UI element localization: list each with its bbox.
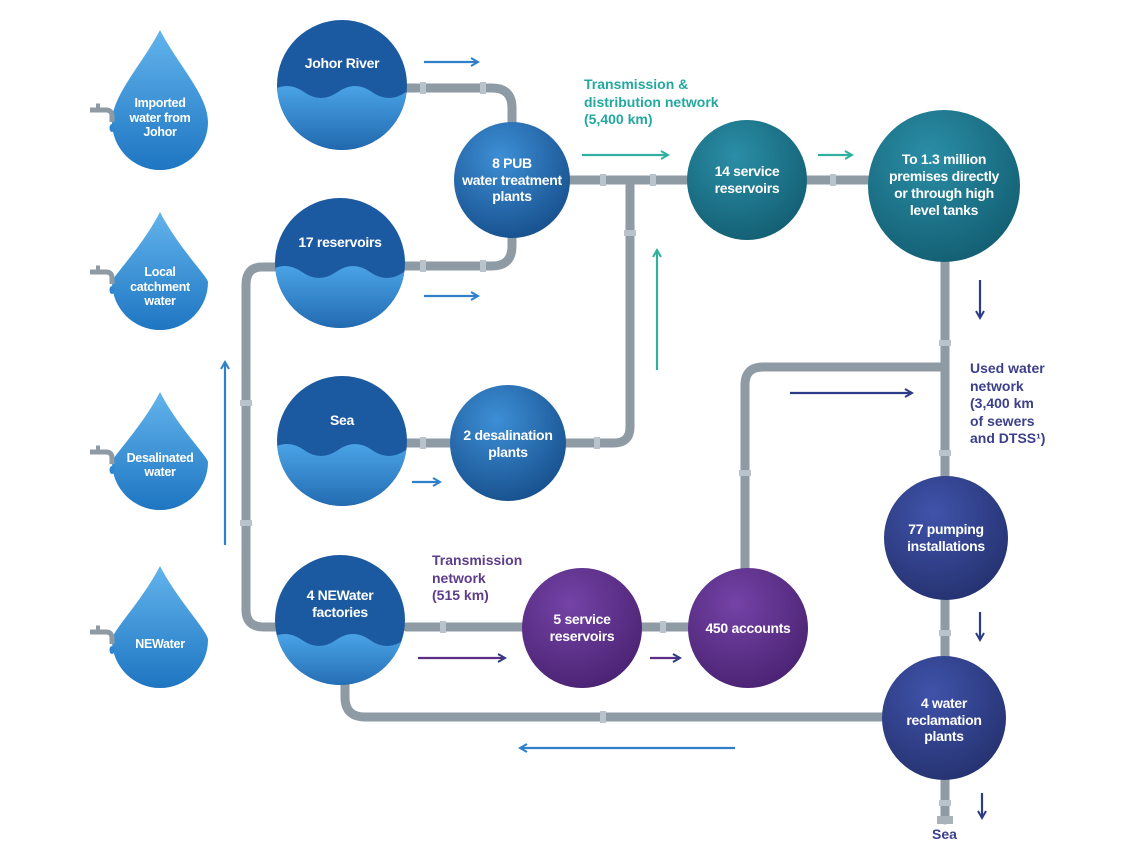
water-drop-tap-icon — [90, 392, 208, 510]
node-label-17-reservoirs: 17 reservoirs — [298, 234, 382, 250]
circle-treatment-plants — [454, 122, 570, 238]
circle-pumping-installations — [884, 476, 1008, 600]
source-label-local: Local catchment water — [130, 265, 190, 309]
node-label-treatment-plants: 8 PUB water treatment plants — [462, 154, 562, 205]
node-label-reclamation-plants: 4 water reclamation plants — [906, 694, 982, 745]
pipe-left-loop — [241, 262, 285, 632]
node-label-pumping-installations: 77 pumping installations — [907, 521, 985, 554]
pipe-reservoirs-to-treatment — [395, 227, 517, 271]
circle-sea — [277, 376, 407, 506]
water-drop-tap-icon — [90, 30, 208, 170]
sea-outlet-pipe-end — [937, 816, 953, 824]
label-transmission-network: Transmission network (515 km) — [432, 552, 523, 603]
pipe-joints — [240, 82, 951, 806]
label-used-water-network: Used water network (3,400 km of sewers a… — [970, 360, 1046, 446]
node-label-johor-river: Johor River — [304, 55, 380, 71]
source-label-imported: Imported water from Johor — [129, 96, 191, 140]
flow-arrows — [225, 62, 982, 818]
node-label-5-service-reservoirs: 5 service reservoirs — [549, 611, 615, 644]
pipe-desal-up — [561, 175, 635, 448]
circle-17-reservoirs — [275, 198, 405, 328]
pipe-accounts-loop — [740, 362, 950, 575]
circle-johor-river — [277, 20, 407, 150]
label-sea-outlet: Sea — [932, 826, 957, 842]
node-label-14-service-reservoirs: 14 service reservoirs — [714, 163, 780, 196]
circle-premises — [868, 110, 1020, 262]
circle-reclamation-plants — [882, 656, 1006, 780]
circle-450-accounts — [688, 568, 808, 688]
circle-5-service-reservoirs — [522, 568, 642, 688]
source-label-newater: NEWater — [135, 636, 185, 651]
node-label-newater-factories: 4 NEWater factories — [306, 587, 374, 620]
circle-newater-factories — [275, 555, 405, 685]
water-drop-tap-icon — [90, 566, 208, 688]
pipe-bottom-return — [340, 675, 890, 722]
node-label-sea: Sea — [329, 412, 354, 428]
pipe-network — [241, 83, 950, 825]
circle-desalination-plants — [450, 385, 566, 501]
node-label-desalination-plants: 2 desalination plants — [463, 427, 553, 460]
circle-14-service-reservoirs — [687, 120, 807, 240]
water-drop-tap-icon — [90, 212, 208, 330]
label-transmission-distribution-network: Transmission & distribution network (5,4… — [584, 76, 719, 127]
source-label-desalinated: Desalinated water — [126, 450, 194, 479]
pipe-johor-to-treatment — [395, 83, 517, 130]
node-label-premises: To 1.3 million premises directly or thro… — [888, 151, 1000, 218]
node-label-450-accounts: 450 accounts — [705, 619, 791, 636]
